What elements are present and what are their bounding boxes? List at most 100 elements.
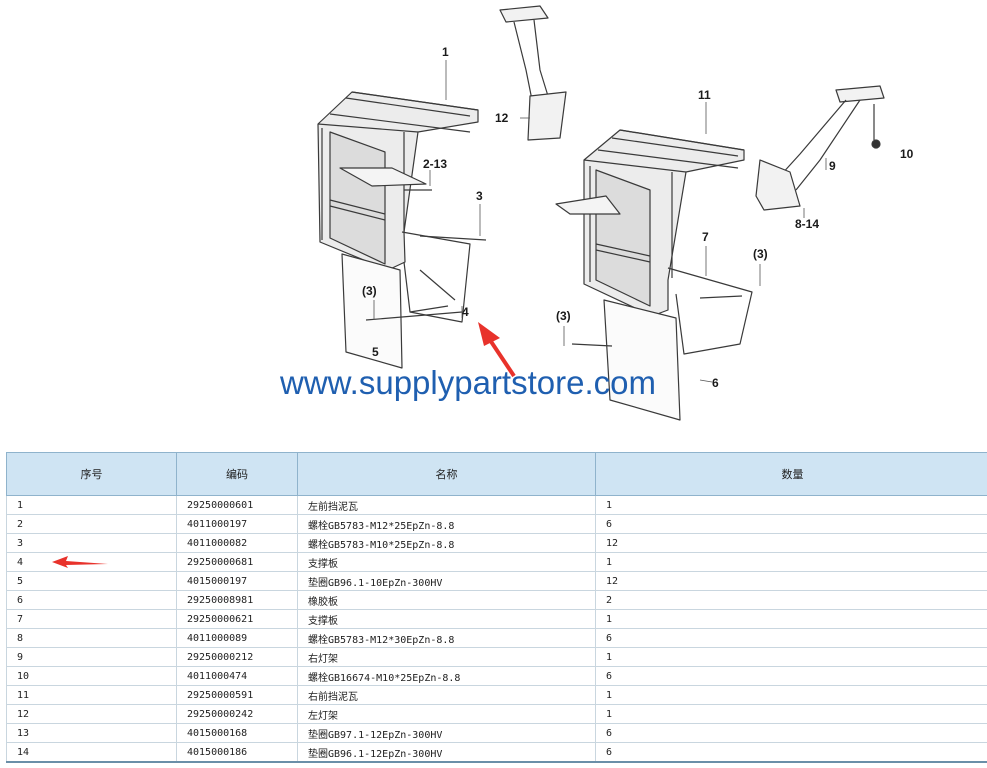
cell-name: 螺栓GB16674-M10*25EpZn-8.8 [297, 666, 596, 686]
cell-code: 29250000681 [176, 552, 298, 572]
cell-name: 右灯架 [297, 647, 596, 667]
exploded-parts-diagram: 1 2-13 3 4 5 (3) 12 11 9 10 8-14 7 (3) (… [279, 5, 914, 421]
cell-quantity: 1 [595, 704, 987, 724]
cell-index: 12 [6, 704, 177, 724]
red-arrow-icon [478, 322, 516, 378]
cell-code: 29250000621 [176, 609, 298, 629]
cell-name: 左前挡泥瓦 [297, 495, 596, 515]
cell-code: 4011000474 [176, 666, 298, 686]
cell-quantity: 6 [595, 628, 987, 648]
cell-quantity: 6 [595, 742, 987, 763]
left-fender-drawing [317, 91, 479, 271]
diagram-svg: 1 2-13 3 4 5 (3) 12 11 9 10 8-14 7 (3) (… [279, 5, 914, 421]
callout-11: 11 [698, 88, 711, 102]
callout-7: 7 [702, 230, 709, 244]
cell-quantity: 6 [595, 514, 987, 534]
cell-quantity: 6 [595, 723, 987, 743]
left-lamp-bracket-drawing [499, 5, 567, 141]
right-fender-drawing [555, 129, 745, 317]
cell-name: 垫圈GB96.1-12EpZn-300HV [297, 742, 596, 763]
red-arrow-icon-table [52, 556, 108, 568]
cell-name: 橡胶板 [297, 590, 596, 610]
cell-quantity: 1 [595, 495, 987, 515]
cell-name: 右前挡泥瓦 [297, 685, 596, 705]
cell-quantity: 12 [595, 533, 987, 553]
callout-9: 9 [829, 159, 836, 173]
cell-quantity: 6 [595, 666, 987, 686]
callout-10: 10 [900, 147, 914, 161]
cell-code: 29250000242 [176, 704, 298, 724]
cell-index: 1 [6, 495, 177, 515]
cell-quantity: 1 [595, 609, 987, 629]
cell-name: 螺栓GB5783-M10*25EpZn-8.8 [297, 533, 596, 553]
cell-name: 左灯架 [297, 704, 596, 724]
callout-1: 1 [442, 45, 449, 59]
header-quantity: 数量 [595, 452, 987, 496]
cell-index: 5 [6, 571, 177, 591]
callout-paren-3-left: (3) [362, 284, 377, 298]
cell-code: 29250000591 [176, 685, 298, 705]
cell-index: 14 [6, 742, 177, 763]
cell-quantity: 12 [595, 571, 987, 591]
right-mudflap-drawing [571, 267, 753, 421]
cell-name: 螺栓GB5783-M12*30EpZn-8.8 [297, 628, 596, 648]
cell-code: 4015000197 [176, 571, 298, 591]
callout-2-13: 2-13 [423, 157, 447, 171]
table-header-row: 序号 编码 名称 数量 [6, 452, 987, 496]
cell-index: 2 [6, 514, 177, 534]
cell-index: 8 [6, 628, 177, 648]
header-index: 序号 [6, 452, 177, 496]
cell-index: 3 [6, 533, 177, 553]
cell-index: 10 [6, 666, 177, 686]
cell-name: 支撑板 [297, 552, 596, 572]
header-name: 名称 [297, 452, 596, 496]
callout-12: 12 [495, 111, 509, 125]
cell-index: 7 [6, 609, 177, 629]
cell-code: 4011000082 [176, 533, 298, 553]
cell-index: 6 [6, 590, 177, 610]
cell-code: 29250008981 [176, 590, 298, 610]
bolt-3-drawing [419, 235, 487, 241]
callout-paren-3-right: (3) [753, 247, 768, 261]
cell-quantity: 2 [595, 590, 987, 610]
cell-code: 4015000168 [176, 723, 298, 743]
cell-quantity: 1 [595, 647, 987, 667]
callout-4: 4 [462, 305, 469, 319]
watermark-url: www.supplypartstore.com [279, 364, 656, 401]
left-mudflap-drawing [341, 231, 471, 369]
callout-3: 3 [476, 189, 483, 203]
cell-quantity: 1 [595, 552, 987, 572]
callout-paren-3-middle: (3) [556, 309, 571, 323]
cell-code: 4015000186 [176, 742, 298, 763]
cell-code: 29250000601 [176, 495, 298, 515]
cell-code: 4011000089 [176, 628, 298, 648]
right-lamp-bracket-drawing [755, 85, 885, 211]
callout-8-14: 8-14 [795, 217, 819, 231]
cell-name: 支撑板 [297, 609, 596, 629]
header-code: 编码 [176, 452, 298, 496]
cell-index: 13 [6, 723, 177, 743]
cell-code: 29250000212 [176, 647, 298, 667]
cell-code: 4011000197 [176, 514, 298, 534]
callout-6: 6 [712, 376, 719, 390]
callout-5: 5 [372, 345, 379, 359]
cell-index: 9 [6, 647, 177, 667]
cell-index: 11 [6, 685, 177, 705]
cell-name: 垫圈GB96.1-10EpZn-300HV [297, 571, 596, 591]
cell-quantity: 1 [595, 685, 987, 705]
